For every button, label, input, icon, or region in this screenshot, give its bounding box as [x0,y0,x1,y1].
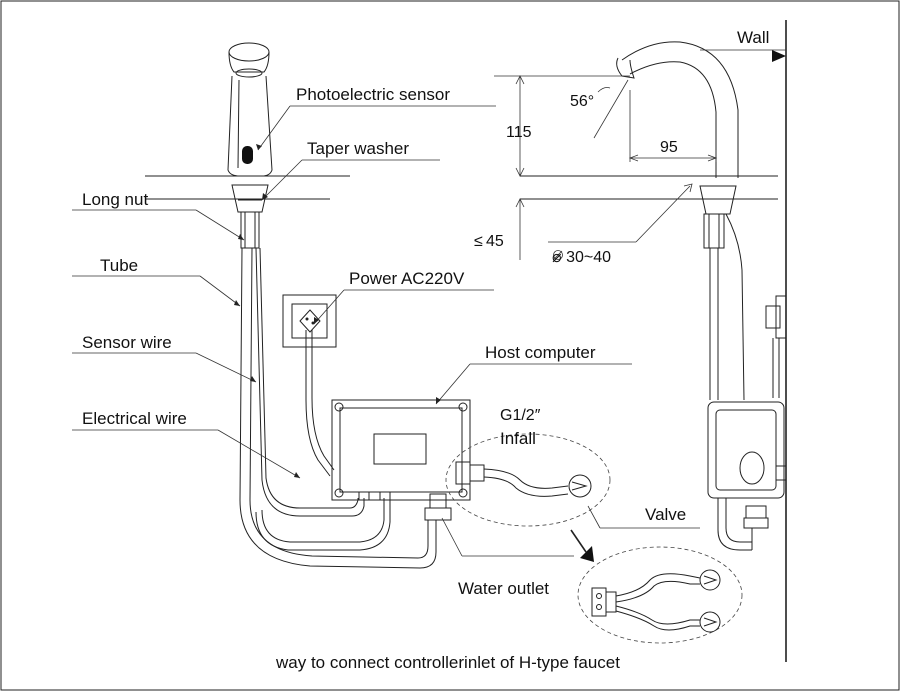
label-taper-washer: Taper washer [307,139,409,158]
wall-arrow-icon [772,50,786,62]
right-faucet [520,20,787,662]
leader-lines [72,105,700,557]
diagram-caption: way to connect controllerinlet of H-type… [275,653,620,672]
label-long-nut: Long nut [82,190,148,209]
label-host-computer: Host computer [485,343,596,362]
dimension-lines [494,75,718,260]
label-power: Power AC220V [349,269,465,288]
label-infall: Infall [500,429,536,448]
infall-assembly [445,433,611,527]
label-wall: Wall [737,28,769,47]
label-photoelectric-sensor: Photoelectric sensor [296,85,450,104]
valve-icon [568,474,592,498]
dim-hole-diameter: ⌀ 30~40 [552,249,611,266]
label-electrical-wire: Electrical wire [82,409,187,428]
dim-angle: 56° [570,93,594,110]
label-sensor-wire: Sensor wire [82,333,172,352]
host-computer-box [331,399,485,521]
detail-arrow-icon [570,529,594,562]
label-thread-size: G1/2″ [500,407,541,424]
left-faucet [145,42,437,569]
label-valve: Valve [645,505,686,524]
label-tube: Tube [100,256,138,275]
dim-reach: 95 [660,139,678,156]
dim-height: 115 [506,124,532,141]
label-water-outlet: Water outlet [458,579,549,598]
sensor-window-icon [242,146,253,164]
dim-max-thickness: ≤ 45 [474,233,504,250]
power-socket [282,294,337,477]
h-type-detail [577,546,743,644]
